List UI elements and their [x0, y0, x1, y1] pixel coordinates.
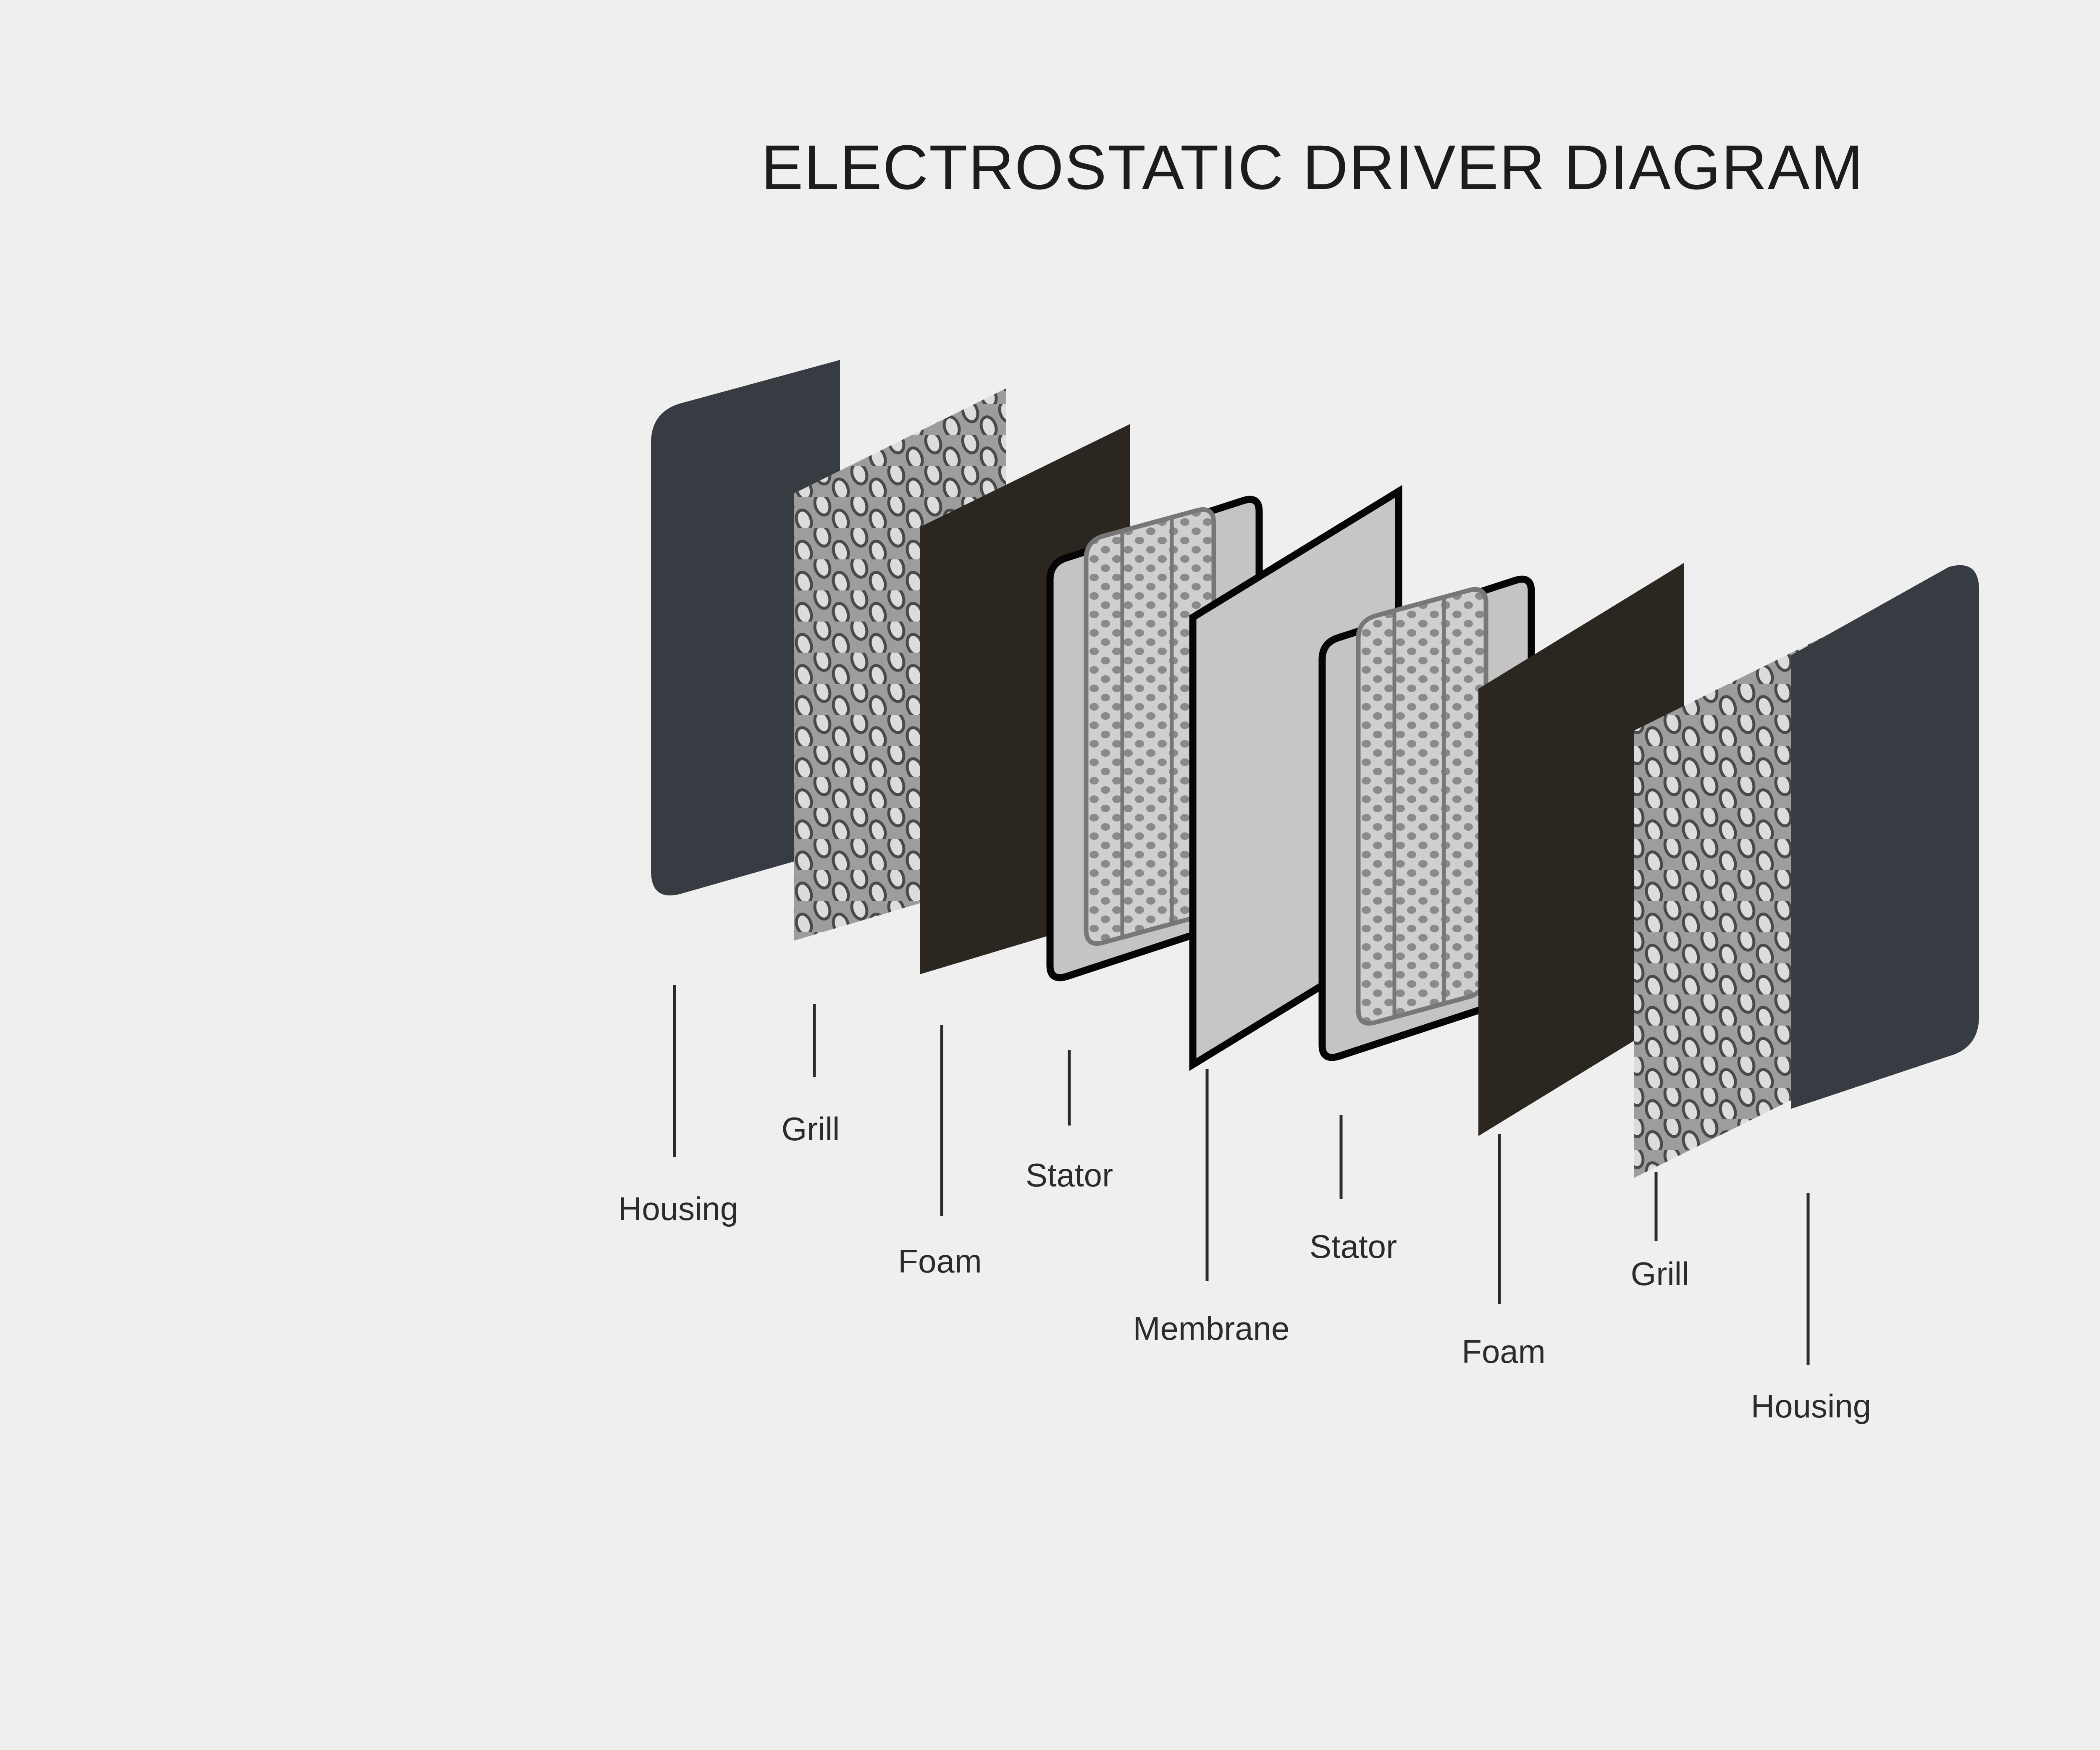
- layer-housing-right: [1791, 565, 1979, 1109]
- callout-foam-left: Foam: [898, 1025, 982, 1280]
- callout-stator-left: Stator: [1026, 1050, 1113, 1194]
- layer-label: Foam: [1462, 1333, 1545, 1370]
- callout-housing-left: Housing: [618, 985, 738, 1227]
- page-title: ELECTROSTATIC DRIVER DIAGRAM: [761, 132, 1864, 202]
- layer-label: Grill: [782, 1110, 840, 1147]
- stator-perforation-area: [1358, 589, 1486, 1023]
- layer-label: Stator: [1026, 1157, 1113, 1194]
- callout-membrane: Membrane: [1133, 1069, 1290, 1347]
- layer-label: Housing: [1751, 1388, 1871, 1425]
- callout-housing-right: Housing: [1751, 1193, 1871, 1425]
- layer-label: Grill: [1631, 1255, 1689, 1292]
- layer-housing-left: [651, 360, 840, 896]
- callout-stator-right: Stator: [1310, 1115, 1397, 1265]
- callout-grill-right: Grill: [1631, 1172, 1689, 1292]
- layer-label: Stator: [1310, 1228, 1397, 1265]
- layer-label: Foam: [898, 1243, 982, 1280]
- layer-label: Housing: [618, 1190, 738, 1227]
- callout-group: Housing Grill Foam Stator Membrane Stato…: [618, 985, 1871, 1425]
- callout-grill-left: Grill: [782, 1004, 840, 1147]
- layer-label: Membrane: [1133, 1310, 1290, 1347]
- layer-foam-right: [1478, 563, 1684, 1136]
- callout-foam-right: Foam: [1462, 1134, 1546, 1370]
